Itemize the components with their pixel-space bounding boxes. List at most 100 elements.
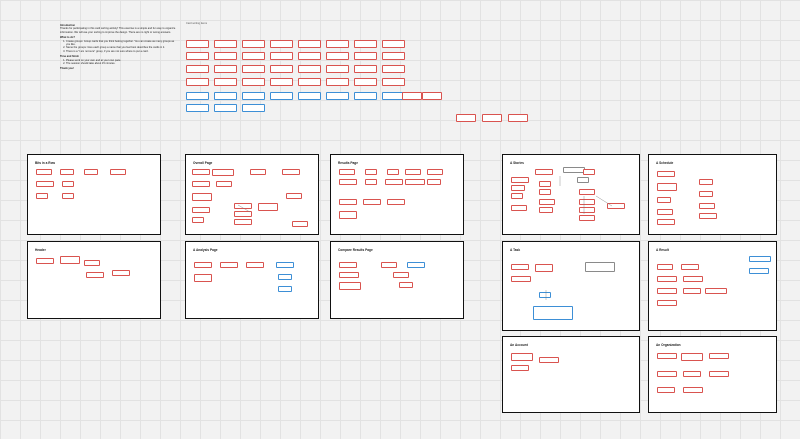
sort-card[interactable] [405, 169, 421, 175]
sort-card[interactable] [657, 171, 675, 177]
sort-card[interactable] [276, 262, 294, 268]
sort-card[interactable] [270, 78, 293, 86]
sort-card[interactable] [298, 52, 321, 60]
sort-card[interactable] [339, 272, 359, 278]
sort-card[interactable] [579, 207, 595, 213]
sort-card[interactable] [36, 258, 54, 264]
sort-card[interactable] [607, 203, 625, 209]
sort-card[interactable] [657, 264, 673, 270]
sort-card[interactable] [699, 213, 717, 219]
sort-card[interactable] [326, 40, 349, 48]
sort-card[interactable] [382, 40, 405, 48]
sort-card[interactable] [270, 92, 293, 100]
sort-card[interactable] [250, 169, 266, 175]
sort-card[interactable] [382, 52, 405, 60]
sort-card[interactable] [683, 276, 703, 282]
sort-card[interactable] [214, 65, 237, 73]
sort-card[interactable] [363, 199, 381, 205]
sort-card[interactable] [186, 65, 209, 73]
sort-card[interactable] [192, 217, 204, 223]
sort-card[interactable] [657, 276, 677, 282]
sort-card[interactable] [186, 92, 209, 100]
sort-card[interactable] [511, 276, 531, 282]
sort-card[interactable] [749, 268, 769, 274]
sort-card[interactable] [382, 65, 405, 73]
sort-card[interactable] [214, 78, 237, 86]
sort-card[interactable] [657, 387, 675, 393]
sort-card[interactable] [110, 169, 126, 175]
sort-card[interactable] [699, 191, 713, 197]
sort-card[interactable] [354, 78, 377, 86]
sort-card[interactable] [298, 92, 321, 100]
sort-card[interactable] [192, 207, 210, 213]
sort-card[interactable] [214, 104, 237, 112]
sort-card[interactable] [354, 65, 377, 73]
sort-card[interactable] [36, 181, 54, 187]
sort-card[interactable] [326, 52, 349, 60]
sort-card[interactable] [382, 78, 405, 86]
sort-card[interactable] [393, 272, 409, 278]
sort-card[interactable] [579, 199, 595, 205]
sort-card[interactable] [278, 286, 292, 292]
sort-card[interactable] [385, 179, 403, 185]
sort-card[interactable] [186, 40, 209, 48]
sort-card[interactable] [749, 256, 771, 262]
sort-card[interactable] [326, 65, 349, 73]
sort-card[interactable] [242, 65, 265, 73]
sort-card[interactable] [511, 205, 527, 211]
sort-card[interactable] [354, 52, 377, 60]
sort-card[interactable] [705, 288, 727, 294]
frame-compare[interactable]: Compare Results Page [330, 241, 464, 319]
sort-card[interactable] [585, 262, 615, 272]
sort-card[interactable] [381, 262, 397, 268]
sort-card[interactable] [186, 52, 209, 60]
sort-card[interactable] [242, 52, 265, 60]
sort-card[interactable] [511, 353, 533, 361]
sort-card[interactable] [657, 371, 677, 377]
sort-card[interactable] [683, 288, 701, 294]
sort-card[interactable] [270, 65, 293, 73]
sort-card[interactable] [36, 193, 48, 199]
sort-card[interactable] [387, 199, 405, 205]
sort-card[interactable] [339, 282, 361, 290]
sort-card[interactable] [278, 274, 292, 280]
sort-card[interactable] [699, 179, 713, 185]
sort-card[interactable] [242, 40, 265, 48]
sort-card[interactable] [579, 189, 595, 195]
sort-card[interactable] [699, 203, 715, 209]
sort-card[interactable] [112, 270, 130, 276]
sort-card[interactable] [60, 169, 74, 175]
sort-card[interactable] [36, 169, 52, 175]
sort-card[interactable] [242, 92, 265, 100]
sort-card[interactable] [539, 292, 551, 298]
sort-card[interactable] [214, 52, 237, 60]
sort-card[interactable] [563, 167, 585, 173]
sort-card[interactable] [511, 185, 525, 191]
sort-card[interactable] [683, 387, 703, 393]
sort-card[interactable] [192, 169, 210, 175]
sort-card[interactable] [456, 114, 476, 122]
sort-card[interactable] [86, 272, 104, 278]
sort-card[interactable] [681, 353, 703, 361]
sort-card[interactable] [62, 181, 74, 187]
sort-card[interactable] [657, 288, 677, 294]
sort-card[interactable] [657, 219, 675, 225]
sort-card[interactable] [246, 262, 264, 268]
sort-card[interactable] [482, 114, 502, 122]
sort-card[interactable] [657, 197, 671, 203]
sort-card[interactable] [292, 221, 308, 227]
sort-card[interactable] [234, 219, 252, 225]
sort-card[interactable] [511, 177, 529, 183]
sort-card[interactable] [234, 203, 252, 209]
sort-card[interactable] [539, 199, 555, 205]
sort-card[interactable] [511, 264, 529, 270]
sort-card[interactable] [539, 189, 551, 195]
sort-card[interactable] [365, 169, 377, 175]
sort-card[interactable] [709, 353, 729, 359]
sort-card[interactable] [212, 169, 234, 176]
sort-card[interactable] [214, 92, 237, 100]
sort-card[interactable] [539, 207, 553, 213]
sort-card[interactable] [354, 92, 377, 100]
sort-card[interactable] [657, 300, 677, 306]
sort-card[interactable] [583, 169, 595, 175]
